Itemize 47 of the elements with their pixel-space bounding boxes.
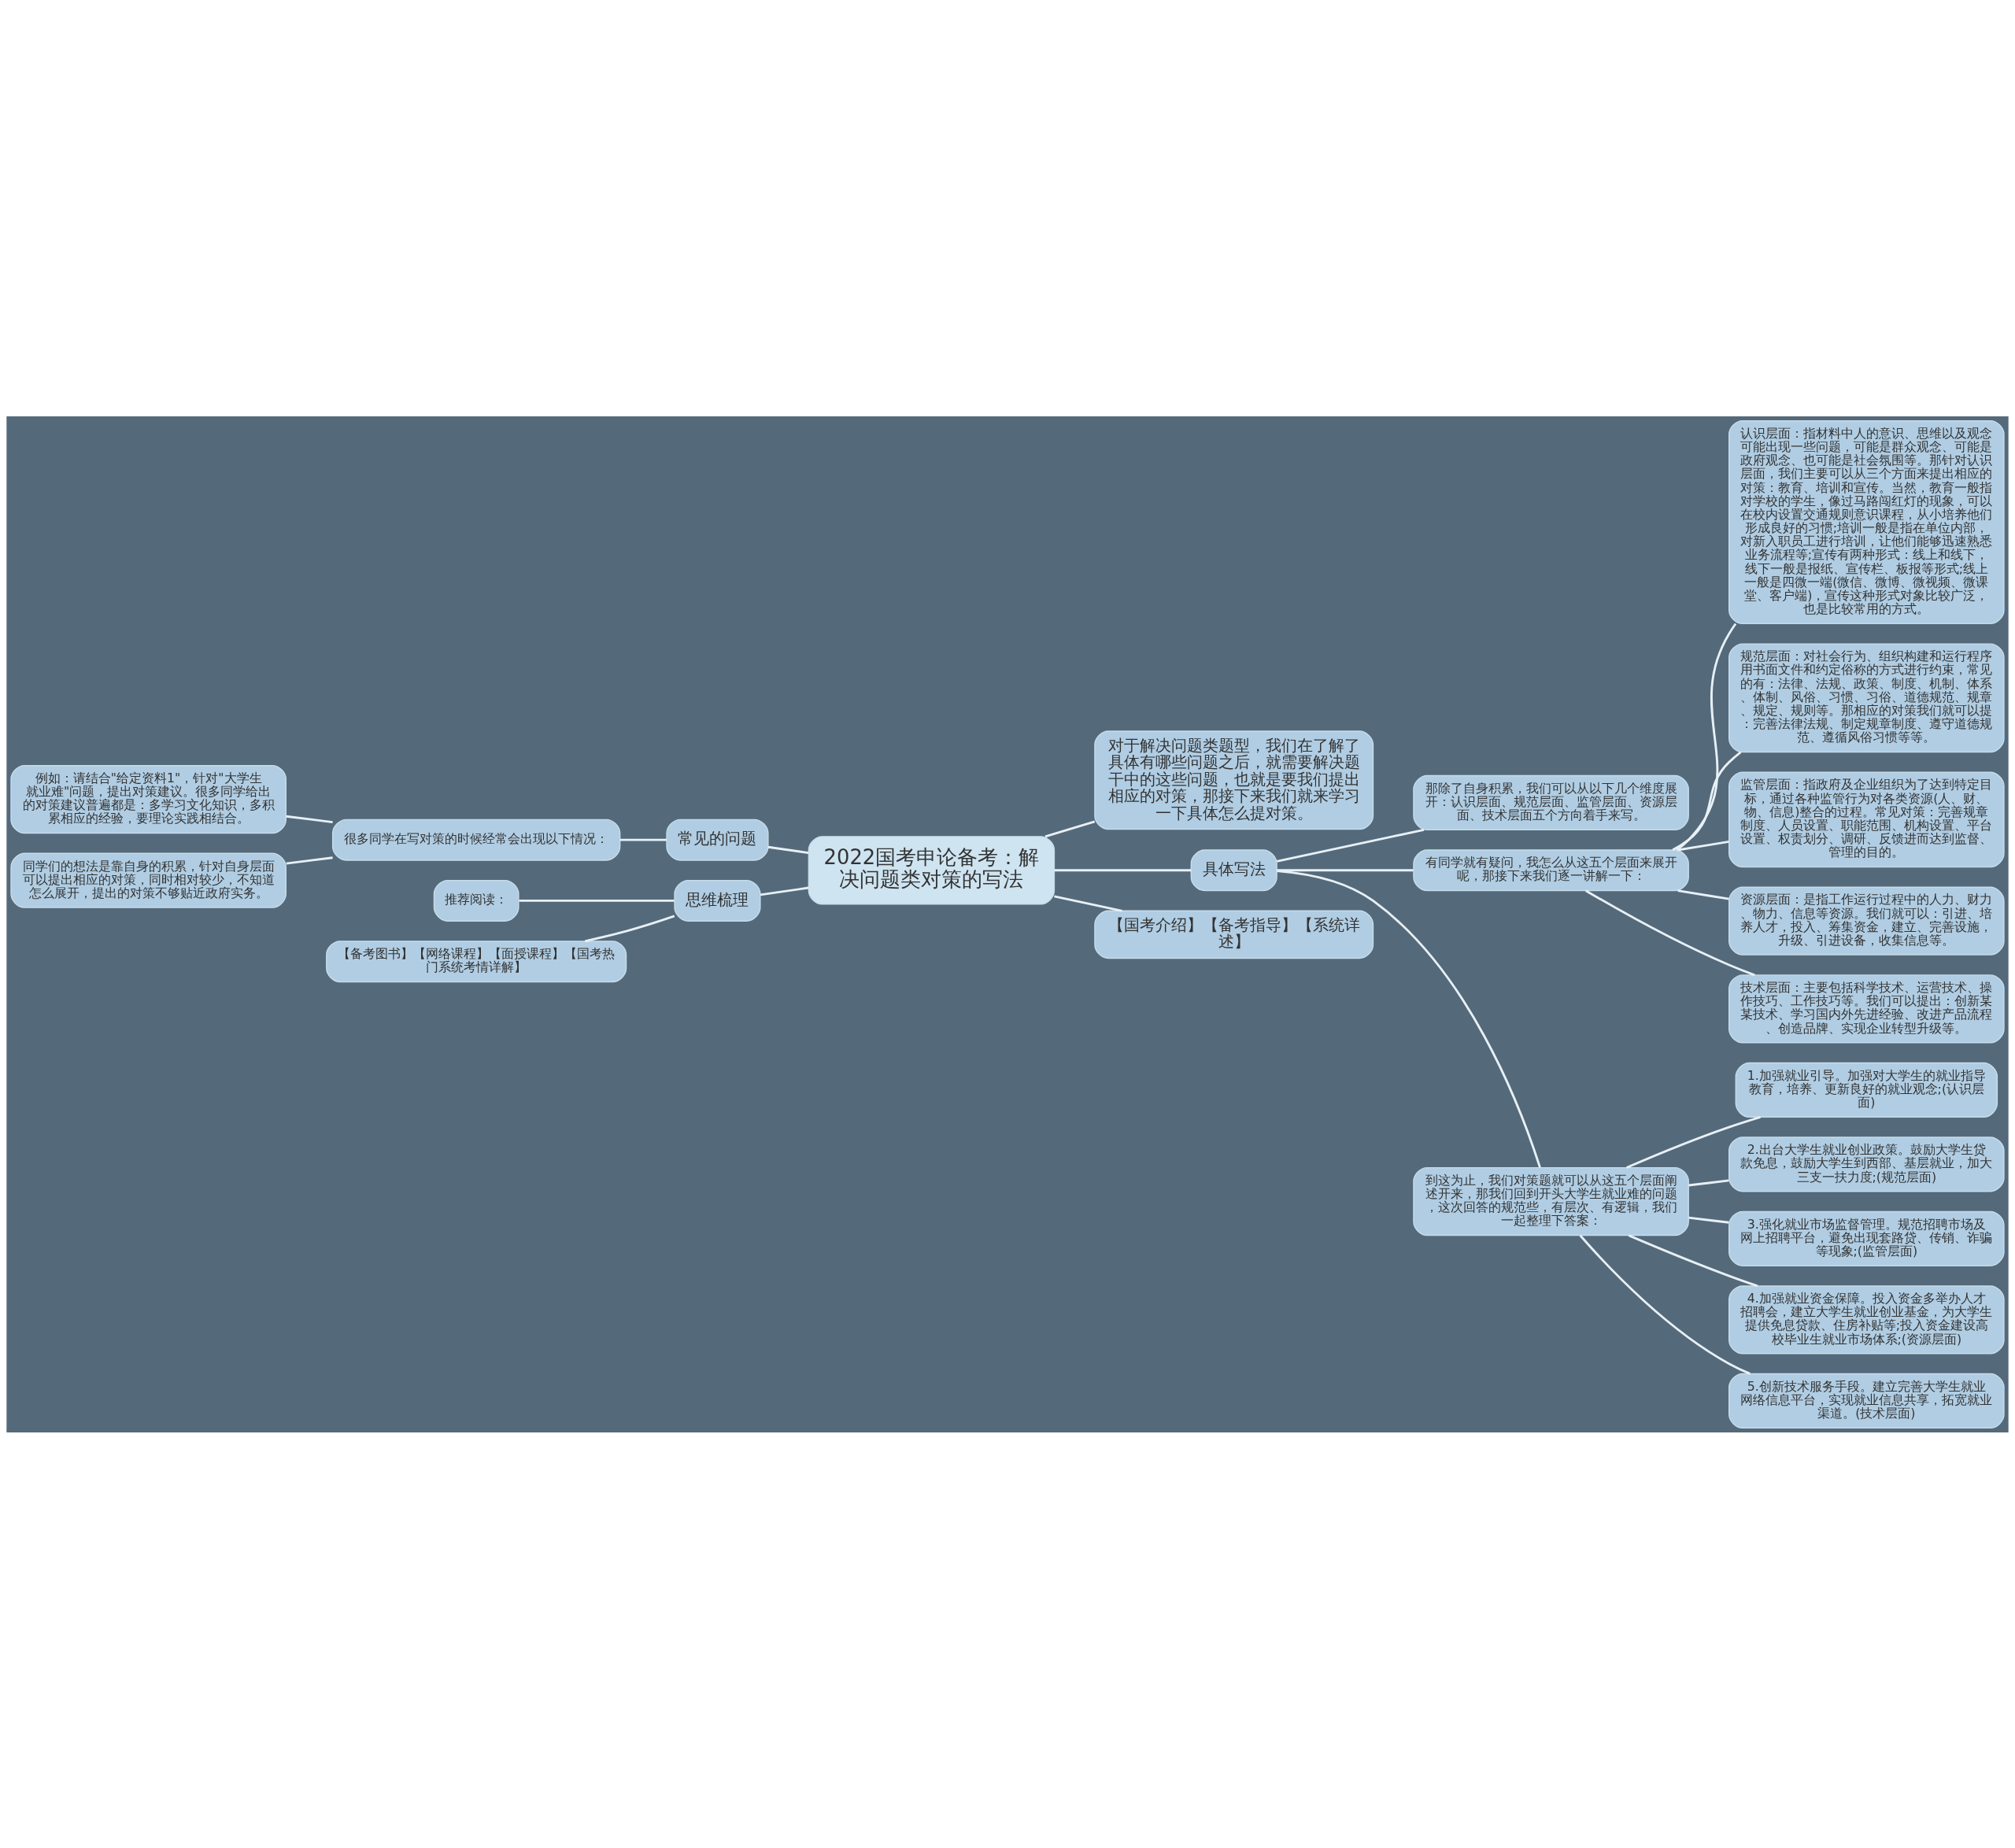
node-box: 规范层面：对社会行为、组织构建和运行程序用书面文件和约定俗称的方式进行约束，常见的有：法律、法规、政策、制度、机制、体系、体制、风俗、习惯、习俗、道德规范、规章、规定、规则等。那相应的对策我们就可以提：完善法律法规、制定规章制度、遵守道德规范、遵循风俗习惯等等。 (1728, 642, 2005, 752)
connector (1628, 1233, 1758, 1287)
connector (1688, 1179, 1729, 1186)
node-box: 【国考介绍】【备考指导】【系统详述】 (1094, 910, 1374, 959)
node-box: 【备考图书】【网络课程】【面授课程】【国考热门系统考情详解】 (326, 940, 627, 982)
connector (1277, 868, 1414, 871)
node-box: 具体写法 (1190, 848, 1277, 891)
node-box: 监管层面：指政府及企业组织为了达到特定目标，通过各种监管行为对各类资源(人、财、物、信息)整合的过程。常见对策：完善规章制度、人员设置、职能范围、机构设置、平台设置、权责划分、调研、反馈进而达到监督、管理的目的。 (1728, 771, 2005, 867)
connector (1054, 868, 1192, 871)
node-box: 到这为止，我们对策题就可以从这五个层面阐述开来，那我们回到开头大学生就业难的问题，这次回答的规范些，有层次、有逻辑，我们一起整理下答案： (1413, 1166, 1689, 1236)
connector (1626, 1115, 1761, 1169)
node-box: 5.创新技术服务手段。建立完善大学生就业网络信息平台，实现就业信息共享，拓宽就业渠道。(技术层面) (1728, 1373, 2005, 1429)
node-box: 常见的问题 (666, 819, 769, 861)
connector (1676, 623, 1737, 851)
connector (1277, 869, 1541, 1168)
node-box: 4.加强就业资金保障。投入资金多举办人才招聘会，建立大学生就业创业基金，为大学生提供免息贷款、住房补贴等;投入资金建设高校毕业生就业市场体系;(资源层面) (1728, 1284, 2005, 1355)
node-box: 资源层面：是指工作运行过程中的人力、财力、物力、信息等资源。我们就可以：引进、培养人才，投入、筹集资金，建立、完善设施，升级、引进设备，收集信息等。 (1728, 886, 2005, 955)
node-box: 技术层面：主要包括科学技术、运营技术、操作技巧、工作技巧等。我们可以提出：创新某某技术、学习国内外先进经验、改进产品流程、创造品牌、实现企业转型升级等。 (1728, 974, 2005, 1043)
connector (519, 899, 675, 902)
node-box: 2022国考申论备考：解决问题类对策的写法 (808, 835, 1056, 904)
connector (767, 845, 809, 854)
node-box: 推荐阅读： (433, 879, 519, 922)
connector (1585, 889, 1755, 976)
connector (1044, 820, 1096, 837)
node-box: 思维梳理 (674, 879, 761, 922)
node-box: 认识层面：指材料中人的意识、思维以及观念可能出现一些问题，可能是群众观念、可能是政府观念、也可能是社会氛围等。那针对认识层面，我们主要可以从三个方面来提出相应的对策：教育、培训和宣传。当然，教育一般指对学校的学生，像过马路闯红灯的现象，可以在校内设置交通规则意识课程，从小培养他们形成良好的习惯;培训一般是指在单位内部，对新入职员工进行培训，让他们能够迅速熟悉业务流程等;宣传有两种形式：线上和线下，线下一般是报纸、宣传栏、板报等形式;线上一般是四微一端(微信、微博、微视频、微课堂、客户端)，宣传这种形式对象比较广泛，也是比较常用的方式。 (1728, 419, 2005, 624)
connector (1054, 894, 1122, 912)
connector (286, 815, 333, 823)
connector (760, 886, 809, 896)
node-box: 有同学就有疑问，我怎么从这五个层面来展开呢，那接下来我们逐一讲解一下： (1413, 848, 1689, 891)
connector (619, 838, 667, 841)
connector (584, 915, 675, 942)
node-box: 同学们的想法是靠自身的积累，针对自身层面可以提出相应的对策，同时相对较少，不知道怎么展开，提出的对策不够贴近政府实务。 (10, 852, 287, 908)
node-box: 3.强化就业市场监督管理。规范招聘市场及网上招聘平台，避免出现套路贷、传销、诈骗等现象;(监管层面) (1728, 1210, 2005, 1266)
connector (1677, 889, 1729, 900)
node-box: 那除了自身积累，我们可以从以下几个维度展开：认识层面、规范层面、监管层面、资源层面、技术层面五个方向着手来写。 (1413, 774, 1689, 830)
connector (286, 856, 333, 864)
node-box: 1.加强就业引导。加强对大学生的就业指导教育，培养、更新良好的就业观念;(认识层面) (1735, 1062, 1998, 1118)
node-box: 2.出台大学生就业创业政策。鼓励大学生贷款免息，鼓励大学生到西部、基层就业，加大三支一扶力度;(规范层面) (1728, 1136, 2005, 1192)
connector (1677, 840, 1729, 851)
connector (1276, 828, 1425, 863)
connector (1579, 1234, 1751, 1375)
node-box: 对于解决问题类题型，我们在了解了具体有哪些问题之后，就需要解决题干中的这些问题，也就是要我们提出相应的对策，那接下来我们就来学习一下具体怎么提对策。 (1094, 730, 1374, 830)
node-box: 很多同学在写对策的时候经常会出现以下情况： (331, 819, 621, 861)
connector (1688, 1216, 1729, 1224)
node-box: 例如：请结合"给定资料1"，针对"大学生就业难"问题，提出对策建议。很多同学给出的对策建议普遍都是：多学习文化知识，多积累相应的经验，要理论实践相结合。 (10, 764, 287, 833)
connector (1672, 750, 1742, 851)
